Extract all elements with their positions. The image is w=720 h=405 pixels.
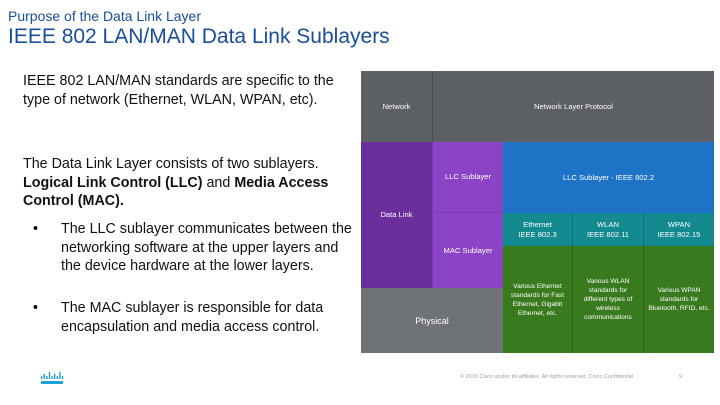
mac-term: Media Access Control (MAC). [23, 174, 329, 210]
cell-data-link: Data Link [361, 142, 432, 288]
cell-physical: Physical [361, 288, 503, 353]
llc-term: Logical Link Control (LLC) [23, 174, 203, 191]
para2-text-mid: and [202, 174, 235, 191]
cisco-logo-icon [41, 372, 64, 384]
paragraph-ieee-standards: IEEE 802 LAN/MAN standards are specific … [23, 73, 334, 108]
paragraph-sublayers: The Data Link Layer consists of two subl… [23, 155, 353, 211]
section-subtitle: Purpose of the Data Link Layer [8, 8, 202, 24]
cell-network: Network [361, 71, 432, 142]
page-number: 9 [679, 374, 683, 380]
bullet-icon: • [33, 221, 39, 237]
cell-ethernet: Ethernet IEEE 802.3 [503, 213, 573, 246]
footer-copyright: © 2016 Cisco and/or its affiliates. All … [460, 374, 634, 380]
cell-network-layer-protocol: Network Layer Protocol [432, 71, 714, 142]
osi-sublayer-diagram: Network Network Layer Protocol Data Link… [361, 71, 714, 353]
bullet-llc: The LLC sublayer communicates between th… [61, 221, 352, 274]
cell-mac-sublayer: MAC Sublayer [432, 213, 503, 288]
cell-wpan-desc: Various WPAN standards for Bluetooth, RF… [644, 246, 714, 353]
spacer [361, 246, 503, 288]
cell-ethernet-desc: Various Ethernet standards for Fast Ethe… [503, 246, 573, 353]
bullet-icon: • [33, 300, 39, 316]
para2-text-start: The Data Link Layer consists of two subl… [23, 156, 319, 172]
cell-llc-ieee-8022: LLC Sublayer - IEEE 802.2 [503, 142, 714, 213]
cell-wlan: WLAN IEEE 802.11 [573, 213, 644, 246]
cell-wlan-desc: Various WLAN standards for different typ… [573, 246, 644, 353]
bullet-mac: The MAC sublayer is responsible for data… [61, 300, 324, 335]
cell-wpan: WPAN IEEE 802.15 [644, 213, 714, 246]
slide-title: IEEE 802 LAN/MAN Data Link Sublayers [8, 25, 390, 48]
cell-llc-sublayer: LLC Sublayer [432, 142, 503, 213]
